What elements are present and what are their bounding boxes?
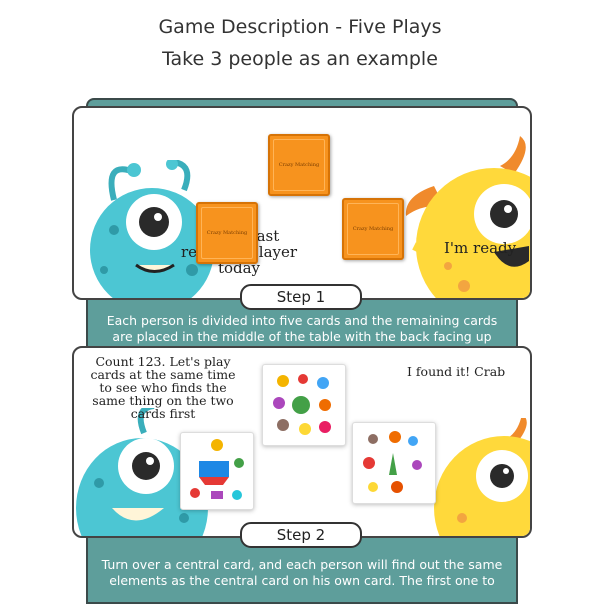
player-symbol-card (352, 422, 436, 504)
step2-scene: Count 123. Let's play cards at the same … (72, 346, 532, 538)
speech-bubble-monster: I'm ready (444, 239, 517, 257)
page-title: Game Description - Five Plays (158, 16, 442, 38)
step1-label: Step 1 (240, 284, 362, 310)
player-symbol-card (180, 432, 254, 510)
step2-label: Step 2 (240, 522, 362, 548)
face-down-card: Crazy Matching (342, 198, 404, 260)
speech-bubble-player: Count 123. Let's play cards at the same … (90, 354, 236, 421)
central-symbol-card (262, 364, 346, 446)
speech-bubble-monster: I found it! Crab (407, 364, 506, 379)
yellow-monster-illustration (405, 136, 530, 298)
face-down-card: Crazy Matching (268, 134, 330, 196)
blue-monster-illustration (76, 408, 208, 536)
step1-description: Each person is divided into five cards a… (106, 313, 498, 344)
face-down-card: Crazy Matching (196, 202, 258, 264)
blue-monster-illustration (90, 160, 224, 298)
step2-description: Turn over a central card, and each perso… (101, 557, 503, 588)
page-subtitle: Take 3 people as an example (162, 48, 438, 70)
yellow-monster-illustration (434, 418, 530, 536)
